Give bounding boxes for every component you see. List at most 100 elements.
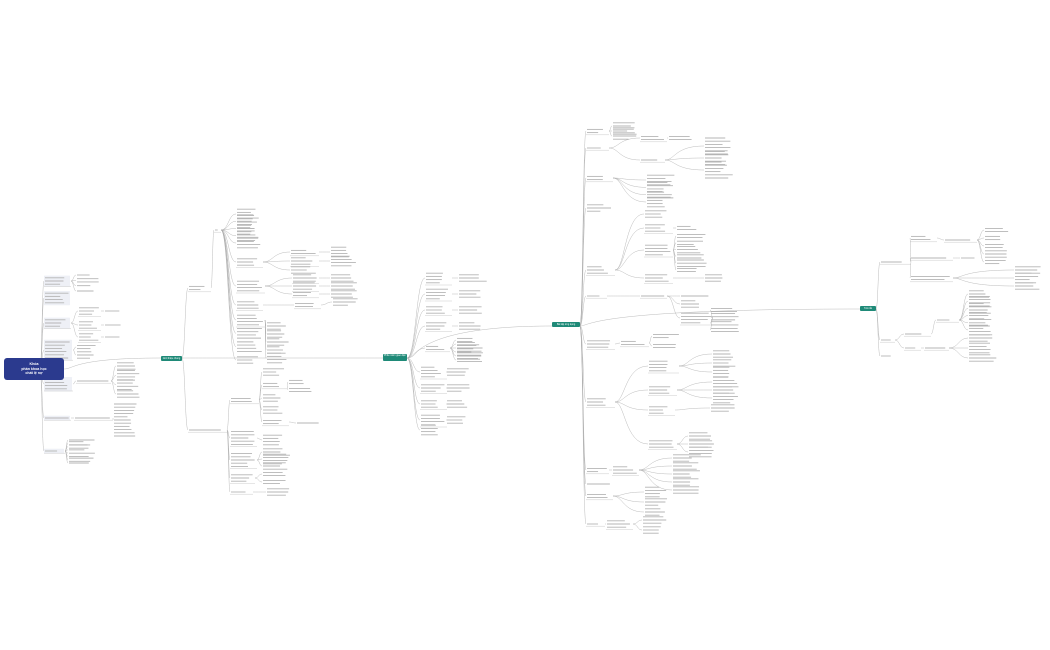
branch-connector — [181, 287, 189, 359]
branch-connector — [614, 227, 645, 271]
branch-connector — [70, 274, 77, 282]
branch-connector — [614, 401, 649, 411]
branch-connector — [958, 308, 969, 321]
branch-connector — [612, 177, 647, 203]
branch-connector — [894, 339, 905, 349]
branch-connector — [181, 357, 189, 431]
branch-connector — [664, 157, 705, 161]
branch-connector — [220, 229, 237, 361]
branch-connector — [254, 473, 263, 479]
branch-connector — [614, 213, 645, 271]
branch-connector — [264, 285, 293, 295]
branch-connector — [638, 469, 673, 483]
branch-connector — [288, 421, 297, 424]
branch-connector — [258, 384, 263, 401]
branch-connector — [608, 137, 641, 149]
branch-connector — [612, 491, 645, 497]
root-node[interactable]: Khóa phần khoa học chất lệ nợ — [4, 358, 64, 380]
hub-node-2[interactable]: Phần mềm giao diện — [383, 354, 407, 361]
branch-connector — [632, 523, 643, 531]
branch-connector — [406, 277, 426, 359]
branch-connector — [220, 229, 237, 306]
branch-connector — [948, 347, 969, 359]
branch-connector — [262, 260, 291, 263]
branch-connector — [72, 349, 77, 356]
branch-connector — [894, 333, 905, 341]
branch-connector — [614, 401, 649, 445]
branch-connector — [664, 145, 705, 161]
branch-connector — [70, 310, 79, 324]
branch-connector — [72, 346, 77, 351]
branch-connector — [39, 368, 45, 452]
branch-connector — [579, 177, 587, 327]
branch-connector — [258, 371, 263, 401]
branch-connector — [406, 293, 426, 359]
branch-connector — [579, 269, 587, 327]
hub-node-3[interactable]: Bài tập ứng dụng — [552, 322, 580, 327]
branch-connector — [614, 365, 649, 403]
branch-connector — [632, 519, 643, 525]
branch-connector — [72, 380, 77, 385]
root-title-line2: phần khoa học — [21, 366, 47, 371]
branch-connector — [406, 357, 421, 389]
branch-connector — [262, 261, 291, 271]
branch-connector — [676, 443, 689, 453]
branch-connector — [648, 342, 653, 347]
branch-connector — [449, 347, 457, 361]
branch-connector — [976, 239, 985, 263]
branch-connector — [70, 322, 79, 326]
branch-connector — [70, 322, 79, 338]
branch-connector — [70, 280, 77, 292]
branch-connector — [226, 429, 231, 493]
branch-connector — [674, 407, 711, 411]
branch-connector — [226, 399, 231, 431]
branch-connector — [614, 249, 645, 271]
branch-connector — [220, 229, 237, 287]
branch-connector — [286, 381, 289, 386]
node-background — [44, 291, 70, 306]
branch-connector — [666, 295, 681, 319]
branch-connector — [958, 293, 969, 321]
branch-connector — [676, 435, 689, 445]
branch-connector — [264, 319, 267, 359]
branch-connector — [406, 357, 421, 421]
branch-connector — [262, 251, 291, 263]
branch-connector — [952, 277, 1015, 287]
branch-connector — [612, 495, 645, 513]
branch-connector — [638, 469, 673, 475]
branch-connector — [909, 261, 912, 279]
branch-connector — [256, 459, 263, 467]
branch-connector — [63, 357, 162, 370]
branch-connector — [220, 213, 237, 231]
branch-connector — [579, 325, 587, 403]
branch-connector — [676, 381, 713, 391]
branch-connector — [672, 249, 677, 271]
branch-connector — [264, 277, 293, 287]
branch-connector — [976, 229, 985, 241]
branch-connector — [258, 399, 263, 423]
hub-node-1[interactable]: Giới thiệu chung — [161, 356, 182, 361]
branch-connector — [936, 237, 945, 241]
branch-connector — [608, 130, 613, 137]
branch-connector — [579, 295, 587, 327]
branch-connector — [256, 451, 263, 461]
branch-connector — [608, 125, 613, 132]
branch-connector — [709, 317, 714, 331]
branch-connector — [110, 375, 117, 382]
hub-node-4[interactable]: Tóm tắt — [860, 306, 876, 311]
root-title-line3: chất lệ nợ — [25, 371, 43, 376]
branch-connector — [958, 301, 969, 321]
branch-connector — [226, 429, 231, 439]
branch-connector — [909, 237, 912, 263]
branch-connector — [406, 309, 426, 359]
branch-connector — [614, 269, 645, 279]
branch-connector — [930, 319, 937, 335]
branch-connector — [614, 389, 649, 403]
branch-connector — [406, 325, 553, 359]
branch-connector — [909, 257, 912, 263]
branch-connector — [664, 159, 705, 171]
branch-connector — [254, 477, 263, 483]
branch-connector — [638, 457, 673, 471]
branch-connector — [579, 325, 587, 525]
